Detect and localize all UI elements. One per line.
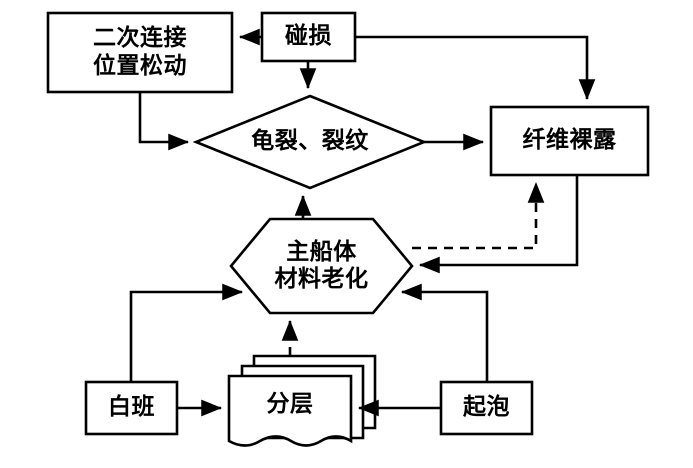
node-white-spot [84,380,179,436]
node-collision-damage [260,11,357,63]
node-fiber-exposed [489,105,650,177]
node-hull-material-aging [229,217,414,315]
node-crack [192,94,428,190]
edge-white-spot-to-hull [129,283,244,382]
edge-blistering-to-hull [400,283,489,382]
node-blistering [439,380,534,436]
node-secondary-connection [46,11,234,94]
edge-hull-to-fiber [412,181,545,250]
edge-fiber-to-hull [418,175,579,274]
edge-collision-to-fiber [355,35,596,101]
node-delamination-front [227,374,353,447]
edge-secondary-to-crack [138,92,190,151]
